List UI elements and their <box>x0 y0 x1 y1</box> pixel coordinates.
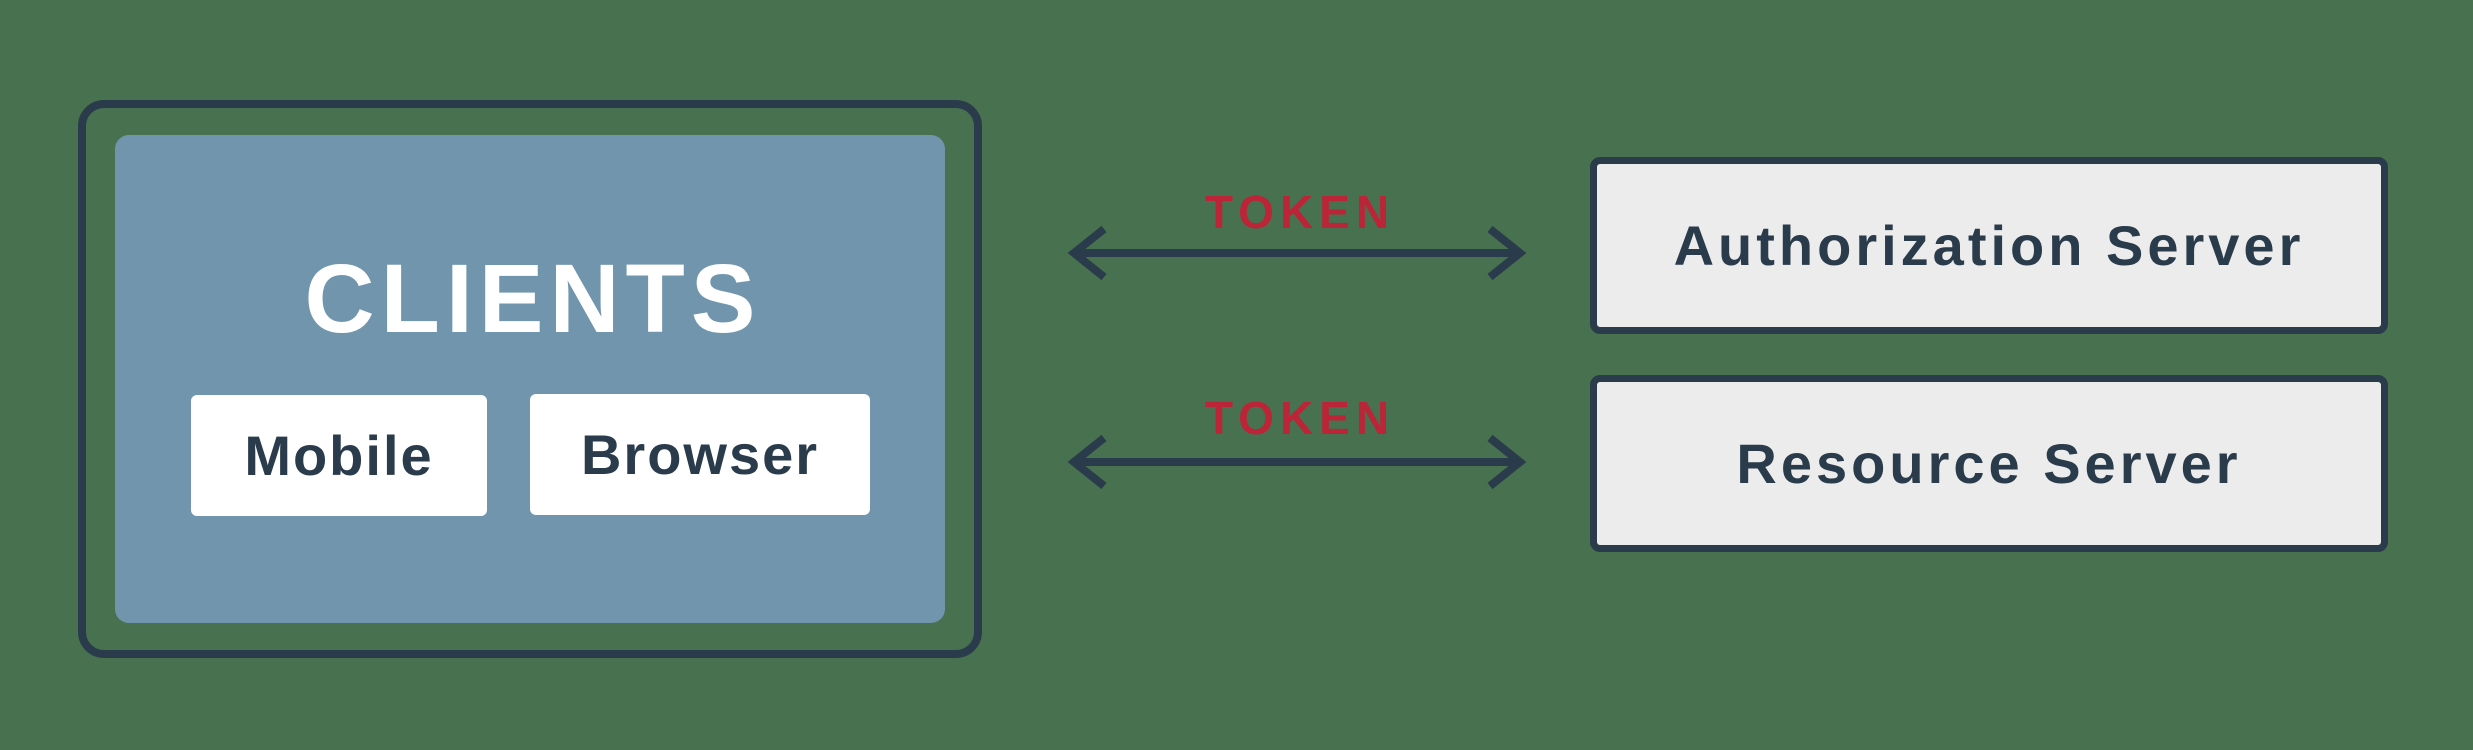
authorization-server-label: Authorization Server <box>1673 214 2305 277</box>
authorization-server-box: Authorization Server <box>1590 157 2388 334</box>
clients-panel <box>115 135 945 623</box>
double-arrow-icon <box>1066 208 1528 298</box>
resource-server-box: Resource Server <box>1590 375 2388 552</box>
token-label-resource: TOKEN <box>1204 392 1396 444</box>
client-browser-box: Browser <box>530 394 870 515</box>
token-label-authorization: TOKEN <box>1204 186 1396 238</box>
resource-server-label: Resource Server <box>1736 432 2242 495</box>
clients-title: CLIENTS <box>304 244 762 353</box>
client-browser-label: Browser <box>580 423 820 486</box>
client-mobile-box: Mobile <box>191 395 487 516</box>
clients-outer-frame <box>78 100 982 658</box>
client-mobile-label: Mobile <box>244 424 434 487</box>
double-arrow-icon <box>1066 417 1528 507</box>
